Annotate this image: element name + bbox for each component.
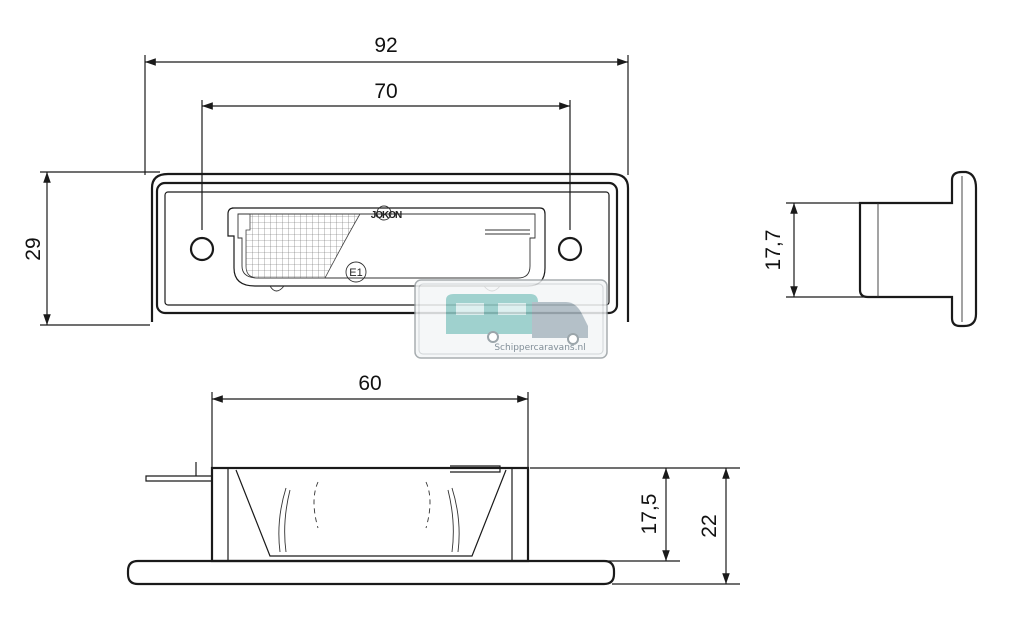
dim-label-60: 60 (358, 372, 381, 395)
dim-label-70: 70 (374, 80, 397, 103)
base-flange (126, 559, 616, 586)
terminal-right (450, 465, 501, 473)
body-outline (210, 466, 530, 563)
housing-outline (150, 172, 630, 322)
approval-circle (345, 261, 367, 283)
dim-label-17-7: 17,7 (762, 230, 785, 271)
watermark-inner-frame (418, 283, 604, 355)
brand-mark: JOKON (371, 210, 402, 221)
hidden-line (313, 481, 431, 529)
tab-left (269, 285, 285, 292)
dim-label-92: 92 (374, 34, 397, 57)
lens-frame (155, 181, 619, 315)
lens-inner (164, 191, 610, 306)
caravan-window (456, 303, 484, 315)
terminal-wire (145, 475, 213, 482)
spring-clip-left (278, 487, 291, 553)
mounting-hole-right (557, 236, 583, 262)
wheel-icon (567, 333, 579, 345)
watermark-text: Schippercaravans.nl (494, 343, 585, 353)
dim-label-17-5: 17,5 (638, 494, 661, 535)
front-view: 92 70 29 E1 JOKON (22, 34, 630, 326)
side-view: 17,7 (762, 170, 978, 328)
approval-mark: E1 (349, 267, 362, 279)
hatched-region (245, 213, 361, 279)
dim-label-22: 22 (698, 514, 721, 537)
watermark: Schippercaravans.nl (414, 279, 608, 359)
wheel-icon (487, 331, 499, 343)
internal-reflector (235, 469, 507, 557)
mounting-hole-left (189, 236, 215, 262)
reflector-outline (227, 207, 546, 287)
van-icon (532, 302, 588, 338)
bottom-view: 60 17,5 22 (126, 372, 740, 586)
brand-circle (376, 205, 392, 221)
dim-label-29: 29 (22, 237, 45, 260)
caravan-window (498, 303, 526, 315)
side-profile (858, 170, 978, 328)
spring-clip-right (447, 487, 460, 553)
reflector-inner (237, 213, 536, 279)
